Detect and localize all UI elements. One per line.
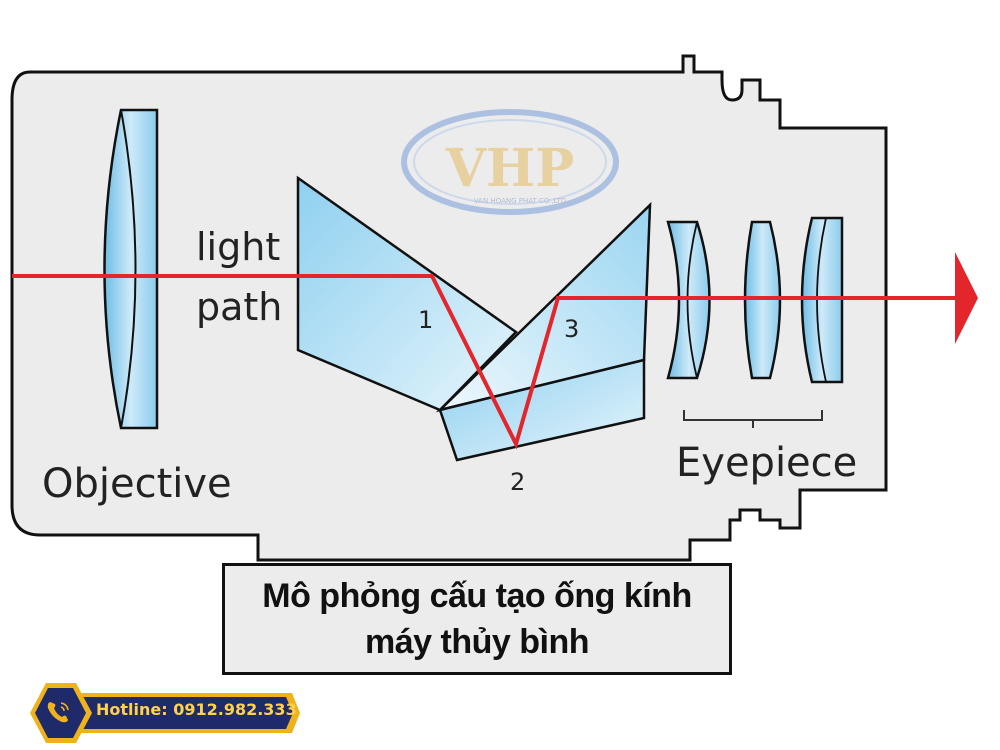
objective-label: Objective <box>42 461 232 507</box>
light-path-label-line2: path <box>196 285 282 329</box>
watermark-company: VAN HOANG PHAT CO.,LTD <box>474 197 566 205</box>
eyepiece-label: Eyepiece <box>676 440 857 486</box>
light-ray <box>12 252 978 450</box>
point-2-label: 2 <box>510 468 525 496</box>
eyepiece-bracket <box>683 410 823 428</box>
watermark-brand: VHP <box>445 138 575 199</box>
vhp-watermark-logo: VHP VAN HOANG PHAT CO.,LTD <box>401 109 619 215</box>
arrow-head-icon <box>955 252 978 344</box>
caption-line-2: máy thủy bình <box>365 623 589 661</box>
light-path-label-line1: light <box>196 225 280 269</box>
caption-box: Mô phỏng cấu tạo ống kính máy thủy bình <box>222 563 732 675</box>
point-3-label: 3 <box>564 315 579 343</box>
point-1-label: 1 <box>418 306 433 334</box>
hotline-banner <box>30 683 300 743</box>
phone-icon <box>47 702 69 723</box>
caption-line-1: Mô phỏng cấu tạo ống kính <box>262 577 692 615</box>
prism-system <box>296 175 652 462</box>
objective-lens <box>103 108 159 430</box>
hotline-text[interactable]: Hotline: 0912.982.333 <box>96 700 297 719</box>
